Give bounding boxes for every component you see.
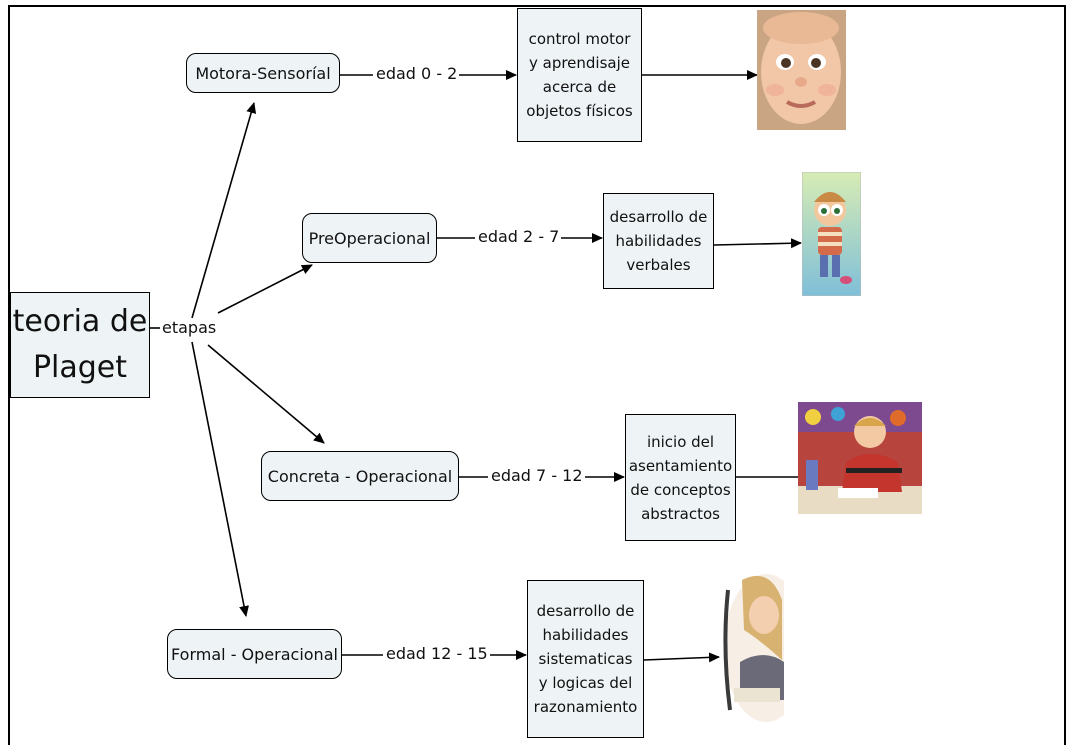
description-box-3: inicio del asentamiento de conceptos abs…: [625, 414, 736, 541]
stage-name: PreOperacional: [308, 228, 431, 248]
stage-name: Motora-Sensoríal: [195, 63, 331, 83]
description-text: desarrollo de habilidades verbales: [609, 208, 708, 274]
age-label-4: edad 12 - 15: [384, 644, 490, 663]
description-text: desarrollo de habilidades sistematicas y…: [533, 602, 638, 716]
arrow-to-stage-4: [191, 341, 249, 617]
baby-face-photo: [757, 10, 846, 130]
stage-node-preoperacional: PreOperacional: [302, 213, 437, 263]
arrow-to-stage-1: [191, 102, 257, 319]
diagram-frame: [8, 5, 1066, 745]
age-label-1: edad 0 - 2: [374, 64, 460, 83]
stage-node-formal-operacional: Formal - Operacional: [167, 629, 342, 679]
description-text: inicio del asentamiento de conceptos abs…: [628, 432, 733, 523]
age-label-3: edad 7 - 12: [489, 466, 585, 485]
age-label-2: edad 2 - 7: [476, 227, 562, 246]
root-title-box: teoria de Plaget: [10, 292, 150, 398]
stage-name: Formal - Operacional: [171, 644, 338, 664]
root-title: teoria de Plaget: [12, 304, 148, 385]
stage-name: Concreta - Operacional: [267, 466, 453, 486]
description-box-1: control motor y aprendisaje acerca de ob…: [517, 8, 642, 142]
arrow-to-image-2: [713, 238, 802, 249]
arrow-to-stage-3: [207, 344, 325, 444]
stage-node-concreta-operacional: Concreta - Operacional: [261, 451, 459, 501]
description-box-4: desarrollo de habilidades sistematicas y…: [527, 580, 644, 738]
boy-writing-photo: [798, 402, 922, 514]
stage-node-motora-sensorial: Motora-Sensoríal: [186, 53, 340, 93]
cartoon-child-illustration: [802, 172, 861, 296]
girl-studying-photo: [720, 570, 784, 722]
etapas-label: etapas: [160, 318, 219, 337]
description-box-2: desarrollo de habilidades verbales: [603, 193, 714, 289]
arrow-to-stage-2: [217, 264, 313, 314]
description-text: control motor y aprendisaje acerca de ob…: [526, 30, 633, 120]
arrow-to-image-4: [643, 652, 720, 663]
